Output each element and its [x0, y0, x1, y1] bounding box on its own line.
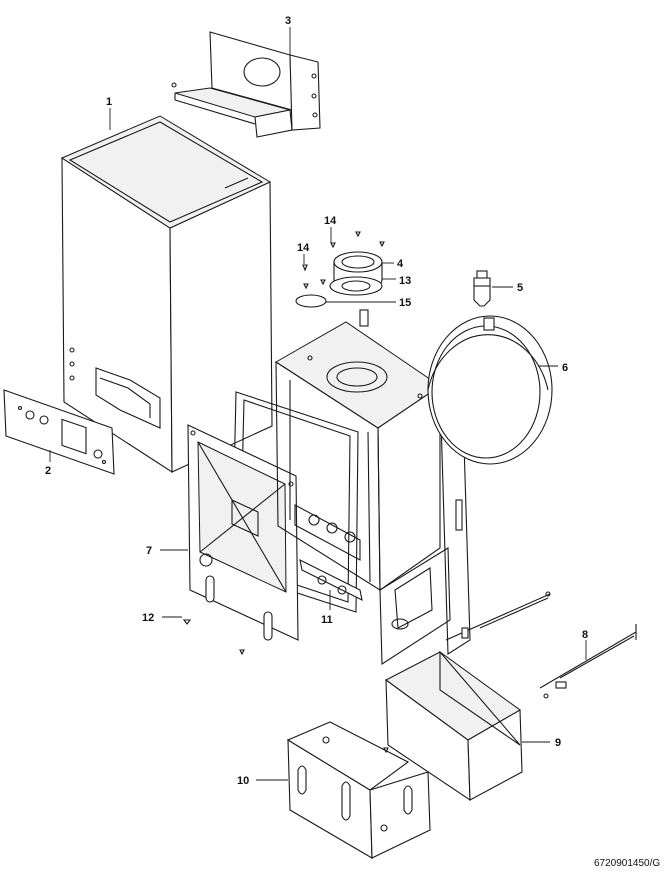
- callout-labels: 3 1 2 14 14 4 13 15 5 6 7 11 12 8 9 10: [45, 15, 588, 787]
- chassis-frame: [275, 309, 471, 665]
- part-9-bottom-tray: [385, 650, 523, 802]
- callout-4: 4: [397, 258, 404, 270]
- part-7-front-cover: [187, 424, 299, 641]
- part-6-expansion-vessel: [427, 315, 553, 465]
- leader-lines: [49, 27, 587, 781]
- callout-8: 8: [582, 629, 588, 641]
- callout-11: 11: [321, 614, 333, 626]
- callout-12: 12: [142, 612, 154, 624]
- callout-10: 10: [237, 775, 249, 787]
- callout-5: 5: [517, 282, 523, 294]
- callout-9: 9: [555, 737, 561, 749]
- part-1-casing: [60, 115, 273, 474]
- part-3-top-bracket: [171, 31, 321, 138]
- callout-15: 15: [399, 297, 411, 309]
- callout-13: 13: [399, 275, 411, 287]
- part-15-o-ring: [295, 294, 327, 308]
- callout-2: 2: [45, 465, 51, 477]
- drawing-reference: 6720901450/G: [594, 858, 660, 869]
- callout-14-upper: 14: [324, 215, 337, 227]
- loose-screws: [182, 619, 389, 754]
- part-8-wiring-rod: [445, 591, 637, 699]
- callout-6: 6: [562, 362, 568, 374]
- part-5-fitting: [473, 270, 491, 307]
- callout-7: 7: [146, 545, 152, 557]
- callout-14-lower: 14: [297, 242, 310, 254]
- part-2-control-panel: [3, 389, 115, 475]
- callout-3: 3: [285, 15, 291, 27]
- part-13-flue-gasket: [329, 276, 383, 296]
- part-14-screws: [302, 231, 385, 290]
- callout-1: 1: [106, 96, 112, 108]
- part-10-lower-frame: [286, 721, 431, 859]
